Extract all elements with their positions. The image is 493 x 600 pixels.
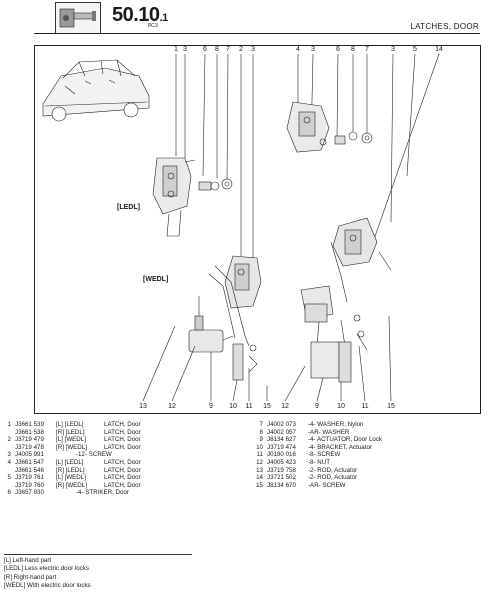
actuator-assembly-right [300,285,368,383]
legend-rule [4,554,192,555]
actuator-assembly-left [188,296,258,381]
callout-bottom: 13 [139,403,147,410]
parts-row: J3719 478[R] [WEDL]LATCH, Door [15,443,141,451]
callout-top: 4 [296,46,300,53]
legend-item: [WEDL] With electric door locks [4,581,91,589]
callout-top: 6 [336,46,340,53]
exploded-diagram: [LEDL] [WEDL] 1 3 6 8 7 2 3 4 3 6 8 7 3 … [34,45,481,414]
callout-bottom: 12 [168,403,176,410]
callout-bottom: 9 [209,403,213,410]
callout-bottom: 12 [281,403,289,410]
page-number: 50.10.1 P.C.3 [112,4,169,29]
callout-bottom: 15 [263,403,271,410]
callout-top: 5 [413,46,417,53]
diagram-drawing [42,53,440,402]
parts-row: J3661 538[R] [LEDL]LATCH, Door [15,428,141,436]
legend-item: [L] Left-hand part [4,557,52,564]
callout-bottom: 11 [245,403,253,410]
parts-row: J3661 546[R] [LEDL]LATCH, Door [15,466,141,474]
latch-wedl-lower [208,255,262,347]
callout-top: 2 [239,46,243,53]
page-number-small: P.C.3 [148,23,158,29]
callout-top: 8 [215,46,219,53]
callout-top: 3 [183,46,187,53]
tag-wedl: [WEDL] [143,276,169,283]
striker-set-left [184,159,233,191]
section-title: LATCHES, DOOR [410,22,479,31]
callout-top: 3 [311,46,315,53]
callout-top: 8 [351,46,355,53]
legend-item: [LEDL] Less electric door locks [4,565,89,573]
callout-top: 3 [391,46,395,53]
callout-bottom: 15 [387,403,395,410]
parts-row: J3719 760[R] [WEDL]LATCH, Door [15,481,141,489]
header-rule [34,33,480,34]
page-number-main: 50.10 [112,4,160,26]
callout-top: 1 [174,46,178,53]
car-illustration [42,59,150,122]
legend-item: [R] Right-hand part [4,573,57,581]
callout-bottom: 10 [337,403,345,410]
callout-top: 7 [365,46,369,53]
page-number-sub: .1 [159,12,169,24]
callout-bottom: 11 [361,403,369,410]
callout-top: 6 [203,46,207,53]
callout-bottom: 10 [229,403,237,410]
legend: [L] Left-hand part [LEDL] Less electric … [4,557,91,590]
callout-top: 7 [226,46,230,53]
callout-bottom: 9 [315,403,319,410]
latch-ledl-right [286,101,373,153]
callout-top: 3 [251,46,255,53]
callout-top: 14 [435,46,443,53]
latch-ledl-upper [152,157,192,237]
tag-ledl: [LEDL] [117,204,140,211]
section-thumbnail-icon [55,2,101,34]
latch-wedl-right [330,217,392,303]
